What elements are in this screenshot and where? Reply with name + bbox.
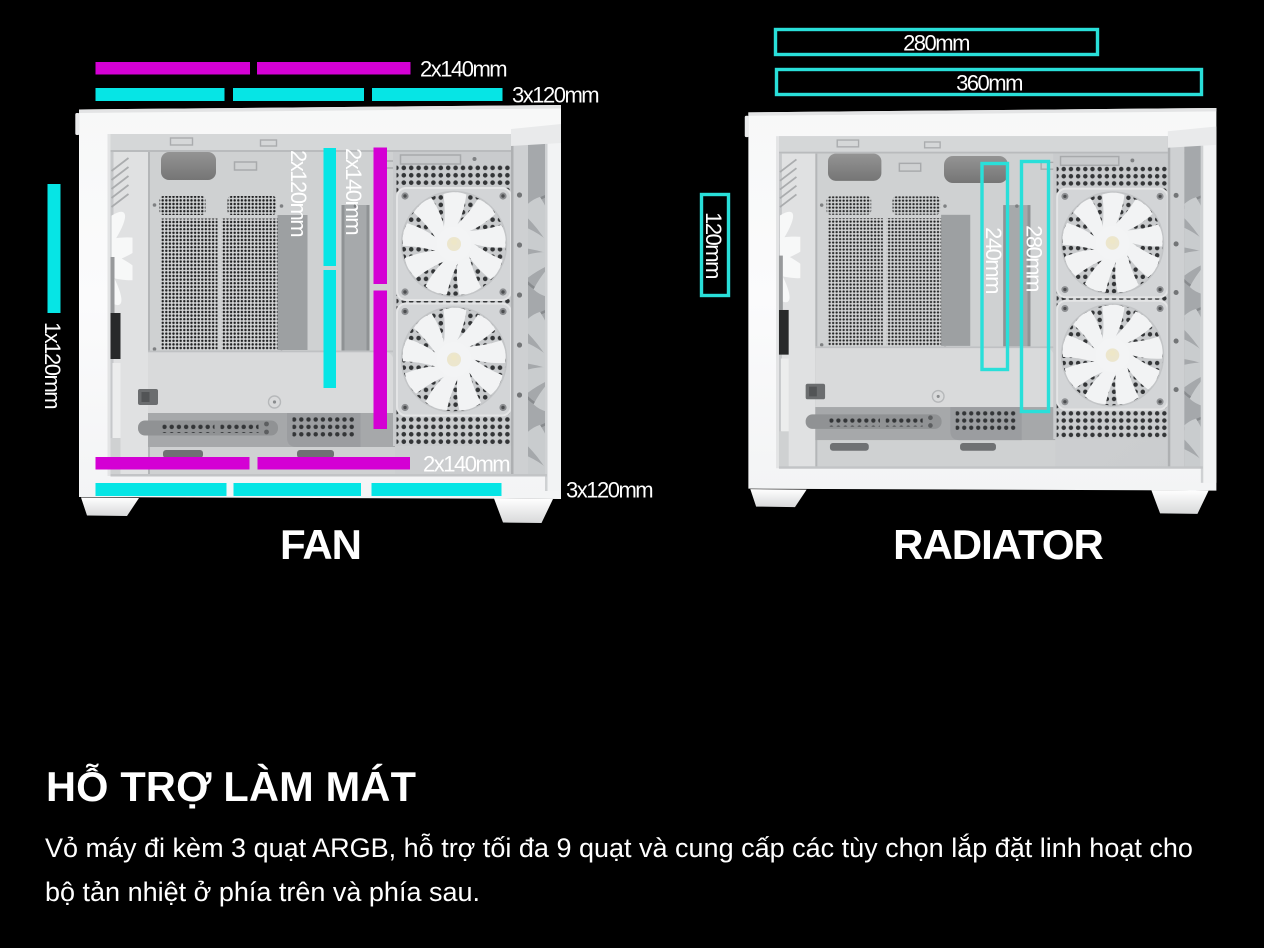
- svg-text:FAN: FAN: [280, 521, 361, 568]
- svg-text:RADIATOR: RADIATOR: [893, 521, 1103, 568]
- svg-text:280mm: 280mm: [903, 31, 969, 56]
- svg-text:2x140mm: 2x140mm: [423, 452, 509, 477]
- svg-text:240mm: 240mm: [981, 227, 1006, 293]
- svg-text:120mm: 120mm: [701, 212, 726, 278]
- svg-text:3x120mm: 3x120mm: [512, 83, 598, 108]
- svg-text:360mm: 360mm: [956, 71, 1022, 96]
- svg-text:3x120mm: 3x120mm: [566, 478, 652, 503]
- svg-text:1x120mm: 1x120mm: [40, 322, 65, 408]
- svg-text:2x120mm: 2x120mm: [286, 150, 311, 236]
- svg-text:2x140mm: 2x140mm: [341, 148, 366, 234]
- svg-text:280mm: 280mm: [1022, 225, 1047, 291]
- svg-text:2x140mm: 2x140mm: [420, 57, 506, 82]
